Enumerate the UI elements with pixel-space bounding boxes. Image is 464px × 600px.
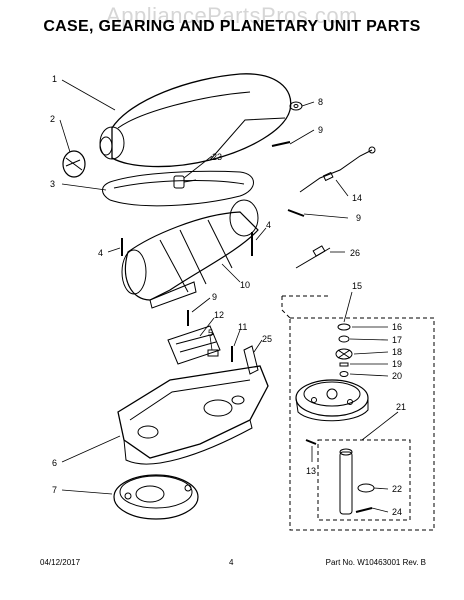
planetary-small-parts <box>335 323 353 377</box>
callout-16: 16 <box>392 322 402 332</box>
beater-shaft <box>339 448 353 515</box>
callout-14: 14 <box>352 193 362 203</box>
callout-2: 2 <box>50 114 55 124</box>
footer-date: 04/12/2017 <box>40 558 81 567</box>
callout-7: 7 <box>52 485 57 495</box>
page-title: CASE, GEARING AND PLANETARY UNIT PARTS <box>43 18 421 35</box>
control-wire <box>299 146 376 193</box>
gear-case-gasket <box>113 474 199 520</box>
footer-page-number: 4 <box>229 558 234 567</box>
pin-13 <box>305 439 317 445</box>
speed-control-26 <box>295 245 331 269</box>
callout-9-top: 9 <box>318 125 323 135</box>
callout-20: 20 <box>392 371 402 381</box>
callout-13: 13 <box>306 466 316 476</box>
callout-6: 6 <box>52 458 57 468</box>
callout-4-left: 4 <box>98 248 103 258</box>
callout-19: 19 <box>392 359 402 369</box>
callout-1: 1 <box>52 74 57 84</box>
callout-18: 18 <box>392 347 402 357</box>
shaft-assembly-box <box>317 439 411 521</box>
callout-3: 3 <box>50 179 55 189</box>
planetary-housing <box>295 379 369 422</box>
screw-9-top <box>271 141 291 147</box>
callout-25: 25 <box>262 334 272 344</box>
callout-12: 12 <box>214 310 224 320</box>
callout-9-right: 9 <box>356 213 361 223</box>
trim-band <box>102 170 254 207</box>
footer-part-number: Part No. W10463001 Rev. B <box>325 558 426 567</box>
callout-10: 10 <box>240 280 250 290</box>
gear-case <box>117 365 269 465</box>
control-knob-23 <box>173 175 197 189</box>
callout-8: 8 <box>318 97 323 107</box>
part-5 <box>207 349 219 357</box>
callout-22: 22 <box>392 484 402 494</box>
washer-8 <box>289 101 303 111</box>
callout-5: 5 <box>208 328 213 338</box>
screw-9-right <box>287 209 305 217</box>
callout-26: 26 <box>350 248 360 258</box>
callout-17: 17 <box>392 335 402 345</box>
part-25 <box>243 345 259 375</box>
pin-24 <box>355 507 373 513</box>
callout-11: 11 <box>238 322 247 332</box>
leader-lines <box>59 79 399 513</box>
motor-assembly <box>121 199 259 309</box>
attachment-knob <box>62 150 86 178</box>
callout-21: 21 <box>396 402 406 412</box>
planetary-unit-box <box>289 317 435 531</box>
retaining-ring-22 <box>357 483 375 493</box>
callout-9-center: 9 <box>212 292 217 302</box>
watermark: AppliancePartsPros.com <box>106 3 358 28</box>
callout-23: 23 <box>212 152 222 162</box>
callout-4-right: 4 <box>266 220 271 230</box>
callout-24: 24 <box>392 507 402 517</box>
motor-housing-cover <box>99 73 292 168</box>
control-board-12 <box>167 325 221 365</box>
callout-15: 15 <box>352 281 362 291</box>
